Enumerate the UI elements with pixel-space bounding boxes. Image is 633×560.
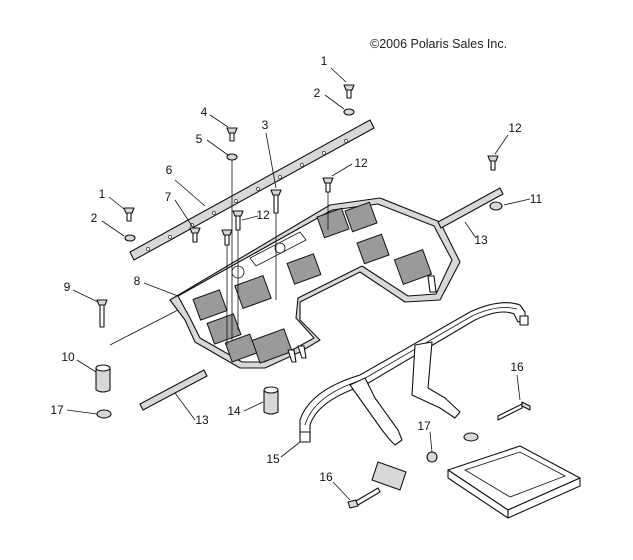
cargo-plate [447, 445, 581, 519]
callout-7: 7 [164, 190, 172, 204]
strip-13-right [437, 187, 504, 229]
copyright-notice: ©2006 Polaris Sales Inc. [370, 37, 508, 51]
callout-2-left: 2 [90, 211, 98, 225]
assembly-lines [226, 160, 329, 345]
callout-5: 5 [195, 132, 203, 146]
callout-12-center: 12 [354, 156, 368, 170]
callout-13-left: 13 [195, 413, 209, 427]
callout-1: 1 [320, 54, 328, 68]
strip-13-left [139, 369, 208, 411]
callout-16-right: 16 [510, 360, 524, 374]
callout-12-right: 12 [508, 121, 522, 135]
callout-9: 9 [63, 280, 71, 294]
callout-12-left: 12 [256, 208, 270, 222]
callout-8: 8 [133, 274, 141, 288]
fasteners [96, 84, 531, 509]
callout-17-left: 17 [50, 403, 64, 417]
callout-16-bottom: 16 [319, 470, 333, 484]
spacer-14 [263, 386, 279, 415]
callout-10: 10 [61, 350, 75, 364]
leader-lines [66, 67, 531, 501]
callout-11: 11 [529, 192, 543, 206]
callout-2: 2 [313, 86, 321, 100]
callout-13-right: 13 [474, 233, 488, 247]
spacer-10 [95, 364, 111, 393]
callout-14: 14 [227, 404, 241, 418]
callout-3: 3 [261, 118, 269, 132]
callout-4: 4 [200, 105, 208, 119]
callout-1-left: 1 [98, 187, 106, 201]
callout-17-right: 17 [417, 419, 431, 433]
callout-15: 15 [266, 452, 280, 466]
callout-6: 6 [165, 163, 173, 177]
rack-body [169, 197, 461, 369]
rack-frame [299, 302, 529, 446]
